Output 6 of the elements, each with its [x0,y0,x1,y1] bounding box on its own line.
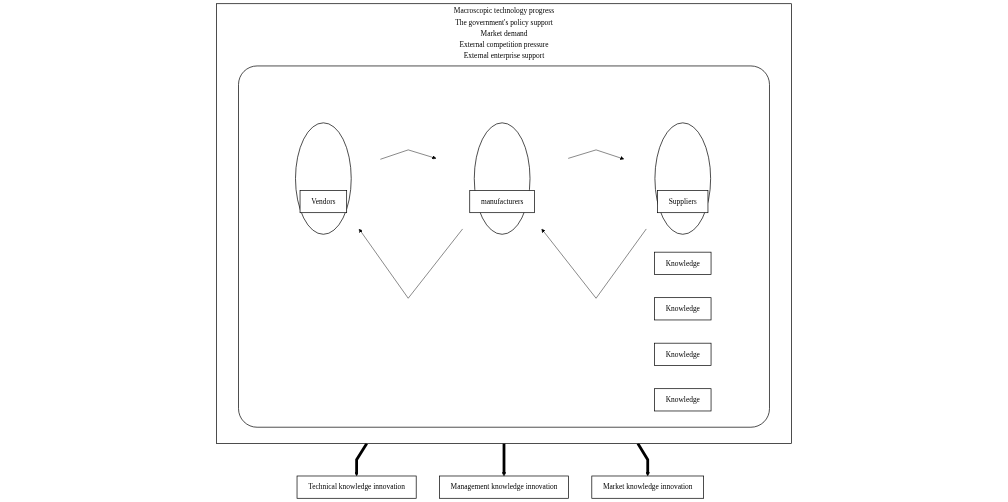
arrow [501,443,507,477]
cluster [473,122,531,235]
arrow [636,442,650,477]
cluster [295,122,352,235]
arrow [354,442,368,477]
cluster [238,65,770,428]
